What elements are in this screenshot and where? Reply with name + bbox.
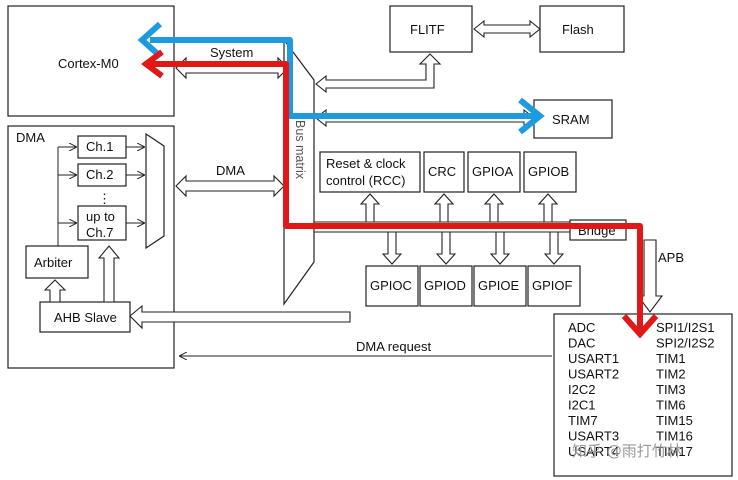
ahb-slave-bus-arrow xyxy=(129,304,351,330)
ahb-slave-to-mux-arrow xyxy=(97,245,121,303)
bus-matrix-label: Bus matrix xyxy=(293,120,307,180)
arbiter-label: Arbiter xyxy=(34,255,73,270)
arbiter-box xyxy=(25,245,89,279)
watermark: 知乎 @雨打竹林 xyxy=(572,442,682,460)
flash-label: Flash xyxy=(562,22,594,37)
system-bus-label: System xyxy=(210,45,253,60)
apb-peripheral-left-5: I2C1 xyxy=(568,398,595,413)
sram-box xyxy=(533,99,613,139)
gpiod-label: GPIOD xyxy=(424,278,466,293)
rcc-label-1: Reset & clock xyxy=(326,156,406,171)
channel-7-label-1: up to xyxy=(86,209,115,224)
apb-peripheral-left-6: TIM7 xyxy=(568,413,598,428)
ahb-lower-connectors xyxy=(381,231,565,265)
flitf-flash-arrow xyxy=(473,19,541,39)
gpiof-label: GPIOF xyxy=(532,278,573,293)
ahb-slave-box xyxy=(39,301,131,333)
flitf-box xyxy=(389,5,473,53)
dma-request-label: DMA request xyxy=(356,339,432,354)
dma-block-title: DMA xyxy=(16,130,45,145)
apb-peripheral-left-0: ADC xyxy=(568,320,595,335)
apb-peripheral-left-8: USART4 xyxy=(568,444,619,459)
apb-peripheral-left-1: DAC xyxy=(568,336,595,351)
gpiof-box xyxy=(527,265,581,307)
channel-input-lines xyxy=(57,147,144,240)
gpiob-box xyxy=(523,151,577,193)
cortex-m0-label: Cortex-M0 xyxy=(58,56,119,71)
apb-peripherals-left-column: ADCDACUSART1USART2I2C2I2C1TIM7USART3USAR… xyxy=(568,320,619,459)
apb-peripheral-right-5: TIM6 xyxy=(656,398,686,413)
ahb-slave-label: AHB Slave xyxy=(54,310,117,325)
apb-peripheral-right-7: TIM16 xyxy=(656,429,693,444)
gpiob-label: GPIOB xyxy=(528,164,569,179)
ahb-slave-to-arbiter-arrow xyxy=(43,279,67,303)
dma-multiplexer xyxy=(145,132,165,250)
apb-peripheral-right-0: SPI1/I2S1 xyxy=(656,320,715,335)
dma-bus-arrow xyxy=(175,174,285,198)
apb-peripheral-left-7: USART3 xyxy=(568,429,619,444)
apb-peripheral-right-3: TIM2 xyxy=(656,367,686,382)
gpioe-label: GPIOE xyxy=(478,278,520,293)
apb-peripherals-box xyxy=(553,313,733,477)
apb-peripheral-left-3: USART2 xyxy=(568,367,619,382)
apb-peripheral-right-6: TIM15 xyxy=(656,413,693,428)
cpu-apb-path-highlight xyxy=(141,49,659,339)
rcc-box xyxy=(319,151,421,193)
apb-peripherals-right-column: SPI1/I2S1SPI2/I2S2TIM1TIM2TIM3TIM6TIM15T… xyxy=(656,320,715,459)
apb-peripheral-right-2: TIM1 xyxy=(656,351,686,366)
gpiod-box xyxy=(419,265,473,307)
ahb-upper-connectors xyxy=(359,193,559,223)
apb-label: APB xyxy=(658,250,684,265)
flitf-label: FLITF xyxy=(410,22,445,37)
channel-7-box xyxy=(77,205,127,241)
apb-peripheral-right-1: SPI2/I2S2 xyxy=(656,336,715,351)
gpioc-label: GPIOC xyxy=(370,278,412,293)
cpu-sram-path-highlight xyxy=(137,21,545,135)
bus-matrix-flitf-arrow xyxy=(315,53,442,94)
channel-ellipsis: ⋮ xyxy=(98,191,111,206)
crc-box xyxy=(423,151,465,193)
rcc-label-2: control (RCC) xyxy=(326,173,405,188)
gpioc-box xyxy=(365,265,419,307)
gpioa-label: GPIOA xyxy=(472,164,514,179)
apb-peripheral-left-2: USART1 xyxy=(568,351,619,366)
apb-peripheral-right-8: TIM17 xyxy=(656,444,693,459)
apb-peripheral-left-4: I2C2 xyxy=(568,382,595,397)
channel-7-label-2: Ch.7 xyxy=(86,225,113,240)
dma-bus-label: DMA xyxy=(216,163,245,178)
channel-2-label: Ch.2 xyxy=(86,167,113,182)
channel-1-label: Ch.1 xyxy=(86,139,113,154)
apb-peripheral-right-4: TIM3 xyxy=(656,382,686,397)
crc-label: CRC xyxy=(428,164,456,179)
sram-label: SRAM xyxy=(552,112,590,127)
gpioa-box xyxy=(467,151,521,193)
gpioe-box xyxy=(473,265,527,307)
